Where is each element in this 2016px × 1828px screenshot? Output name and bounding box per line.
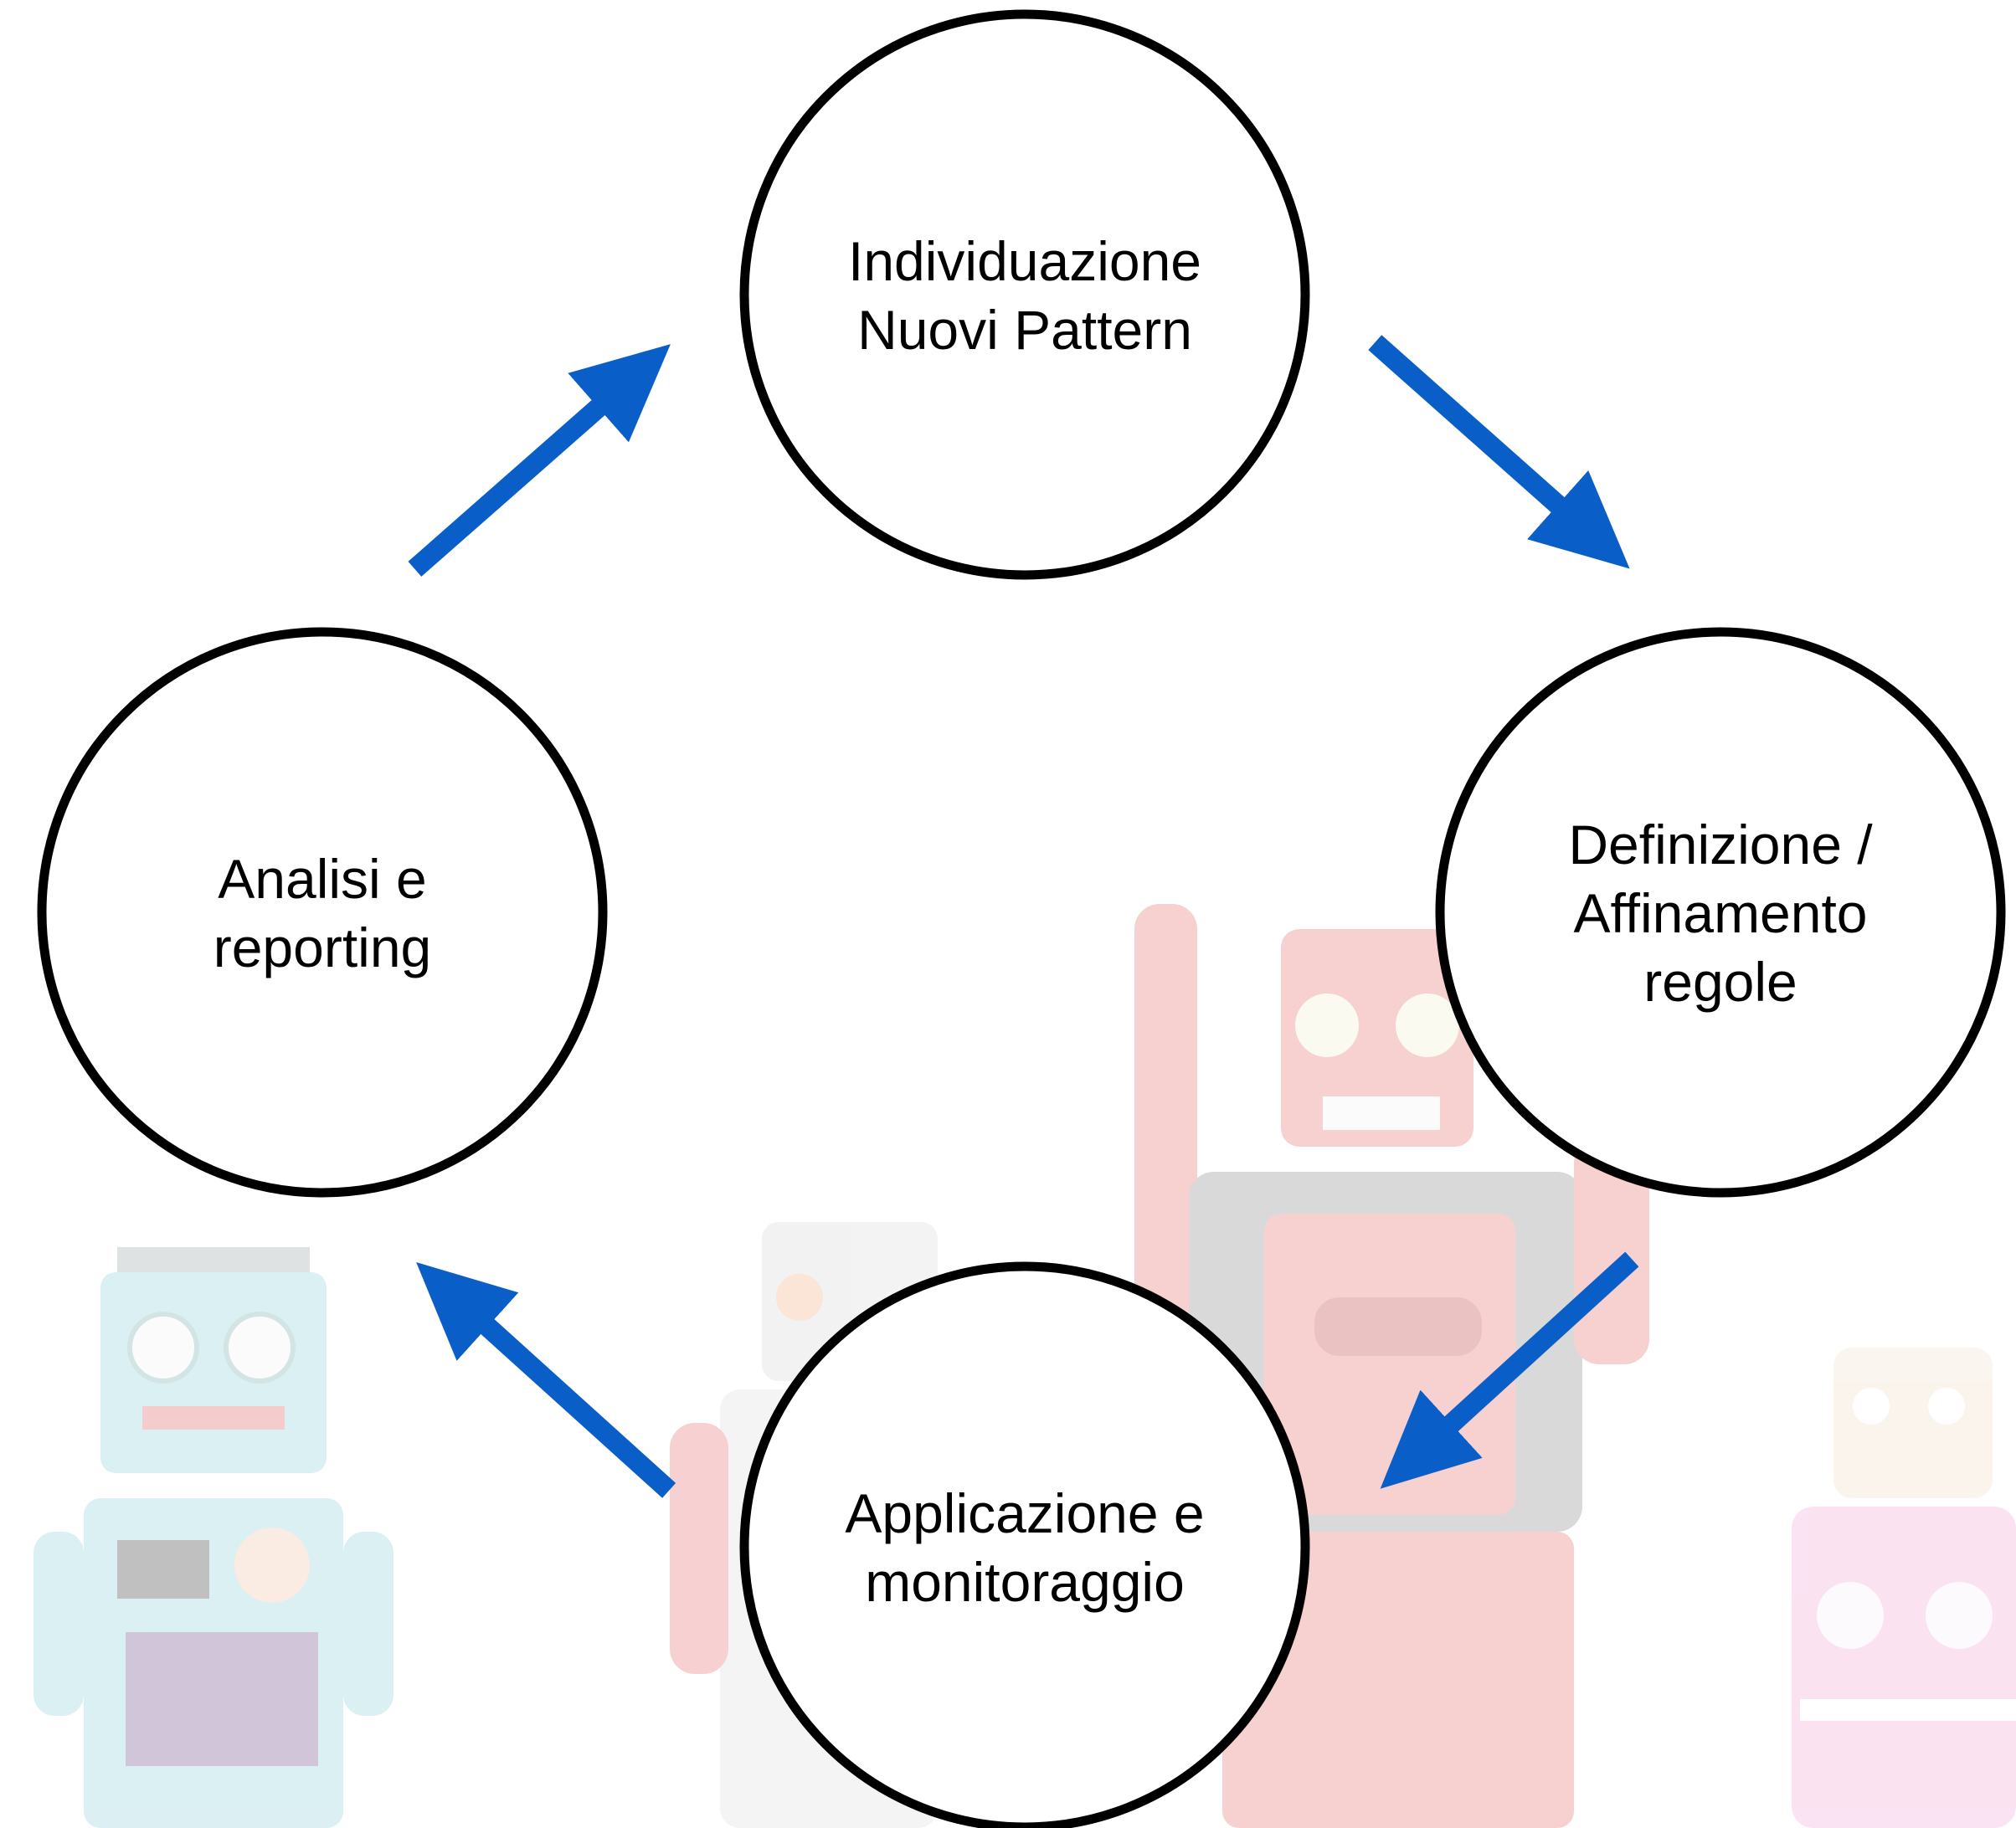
node-label: Applicazione e	[845, 1482, 1204, 1544]
node-circle	[739, 1261, 1310, 1828]
arrow-applicazione-to-analisi	[416, 1261, 676, 1498]
arrow-analisi-to-individuazione	[408, 344, 671, 577]
node-label: regole	[1643, 951, 1797, 1013]
node-circle	[1435, 627, 2006, 1198]
node-label: Analisi e	[218, 848, 426, 910]
pink-robot-illustration	[1792, 1348, 2016, 1828]
node-definizione: Definizione / Affinamento regole	[1435, 627, 2006, 1198]
node-label: Affinamento	[1573, 882, 1867, 944]
cycle-arrows	[408, 335, 1639, 1498]
node-label: Individuazione	[848, 230, 1201, 292]
node-label: reporting	[213, 917, 432, 978]
node-label: Definizione /	[1568, 814, 1873, 875]
node-circle	[37, 627, 608, 1198]
node-label: monitoraggio	[865, 1551, 1185, 1613]
node-analisi: Analisi e reporting	[37, 627, 608, 1198]
node-applicazione: Applicazione e monitoraggio	[739, 1261, 1310, 1828]
arrow-definizione-to-applicazione	[1380, 1251, 1639, 1489]
arrow-individuazione-to-definizione	[1368, 335, 1630, 569]
node-label: Nuovi Pattern	[857, 299, 1192, 361]
node-circle	[739, 9, 1310, 580]
teal-robot-illustration	[33, 1247, 393, 1828]
